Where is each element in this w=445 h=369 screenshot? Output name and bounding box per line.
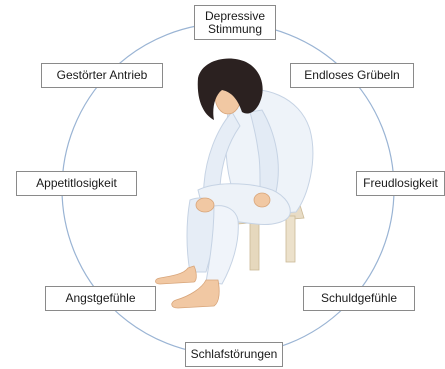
label-schlafstoerungen: Schlafstörungen [185, 342, 283, 367]
label-endloses-gruebeln: Endloses Grübeln [290, 63, 414, 88]
label-freudlosigkeit: Freudlosigkeit [356, 171, 445, 196]
sitting-person-illustration [156, 59, 313, 308]
label-depressive-stimmung: Depressive Stimmung [194, 5, 276, 40]
label-gestoerter-antrieb: Gestörter Antrieb [41, 63, 163, 88]
label-schuldgefuehle: Schuldgefühle [303, 286, 415, 311]
label-appetitlosigkeit: Appetitlosigkeit [16, 171, 137, 196]
label-angstgefuehle: Angstgefühle [45, 286, 156, 311]
